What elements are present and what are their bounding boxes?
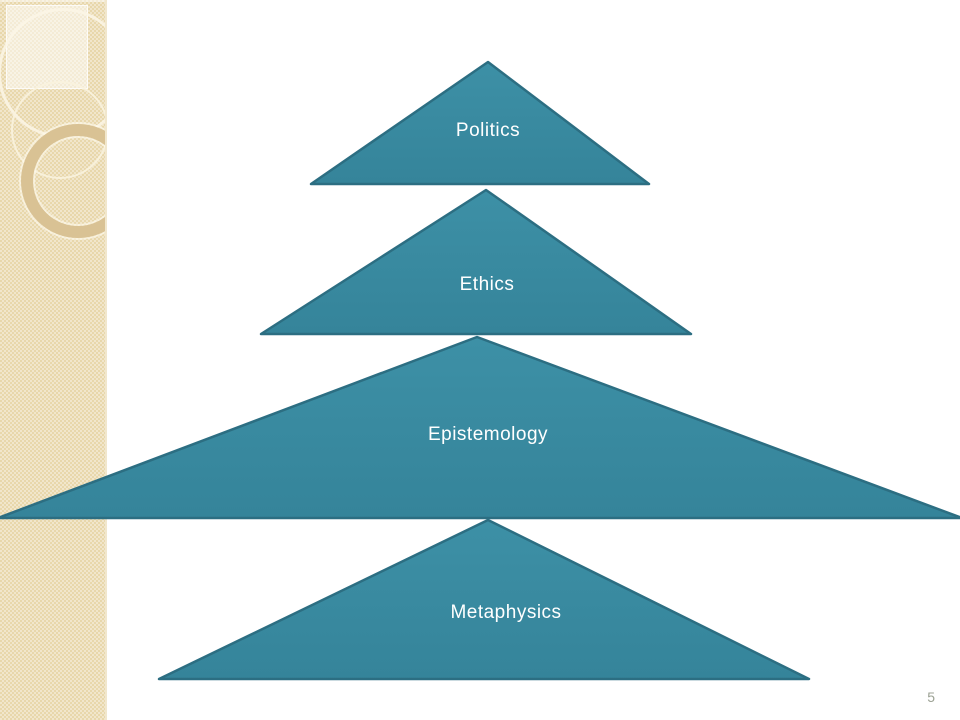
pyramid-level-ethics-label: Ethics — [459, 274, 515, 295]
sidebar-decoration — [0, 0, 107, 720]
pyramid-level-metaphysics-shape — [157, 518, 811, 681]
page-number: 5 — [927, 689, 935, 705]
pyramid-level-metaphysics-label: Metaphysics — [450, 602, 562, 623]
pyramid-level-ethics-shape — [259, 188, 693, 336]
pyramid-level-politics-label: Politics — [455, 120, 521, 141]
pyramid-level-politics-shape — [309, 60, 651, 186]
pyramid-level-epistemology-label: Epistemology — [427, 424, 549, 445]
pyramid-level-epistemology-shape — [0, 335, 960, 520]
